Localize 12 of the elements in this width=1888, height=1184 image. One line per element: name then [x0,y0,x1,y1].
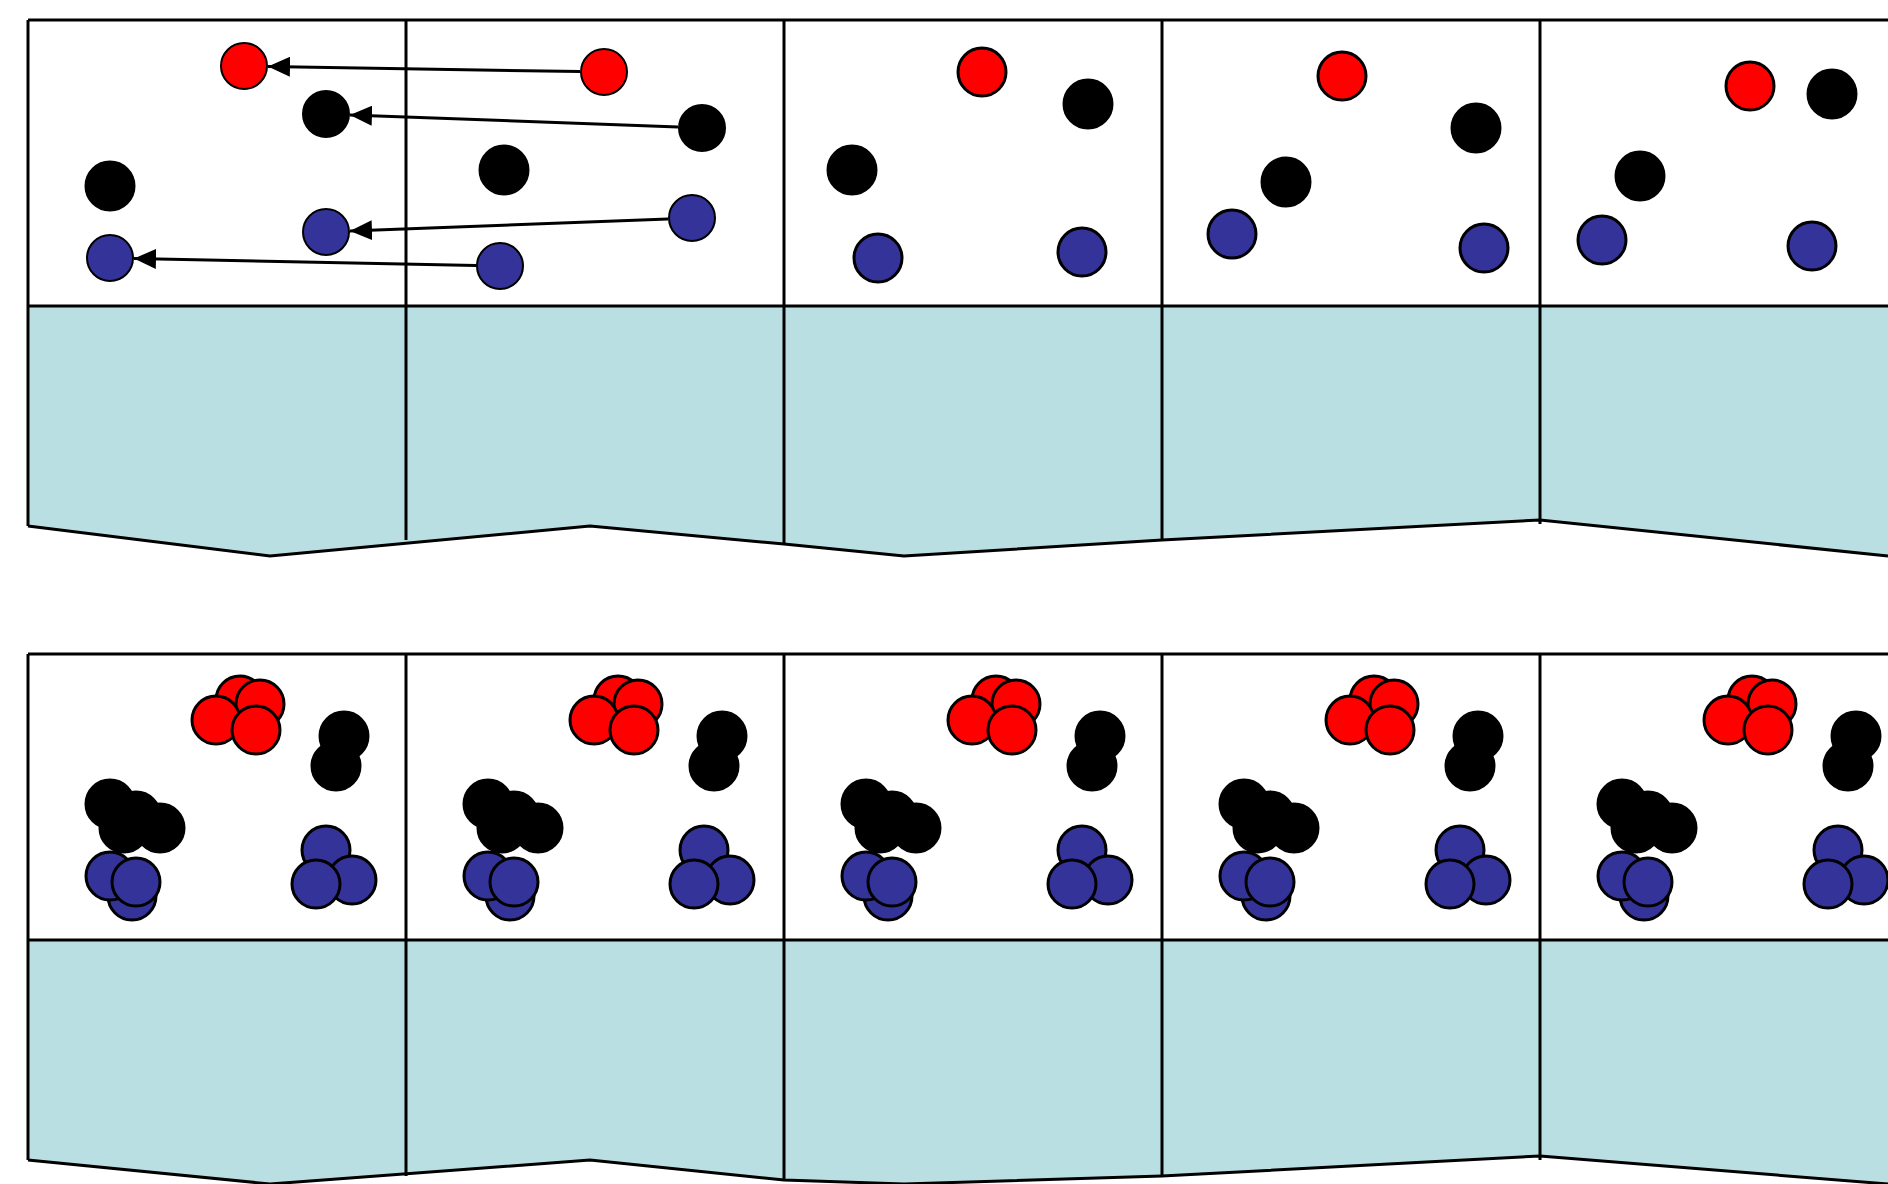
arrow [349,217,669,241]
arrow [349,105,679,129]
arrow [267,56,581,77]
arrow [133,248,477,269]
particle-circle [302,208,350,256]
particle-circle [476,242,524,290]
particle-circle [678,104,726,152]
particle-circle [302,90,350,138]
particle-circle [220,42,268,90]
particle-circle [668,194,716,242]
particle-circle [86,234,134,282]
particle-circle [580,48,628,96]
